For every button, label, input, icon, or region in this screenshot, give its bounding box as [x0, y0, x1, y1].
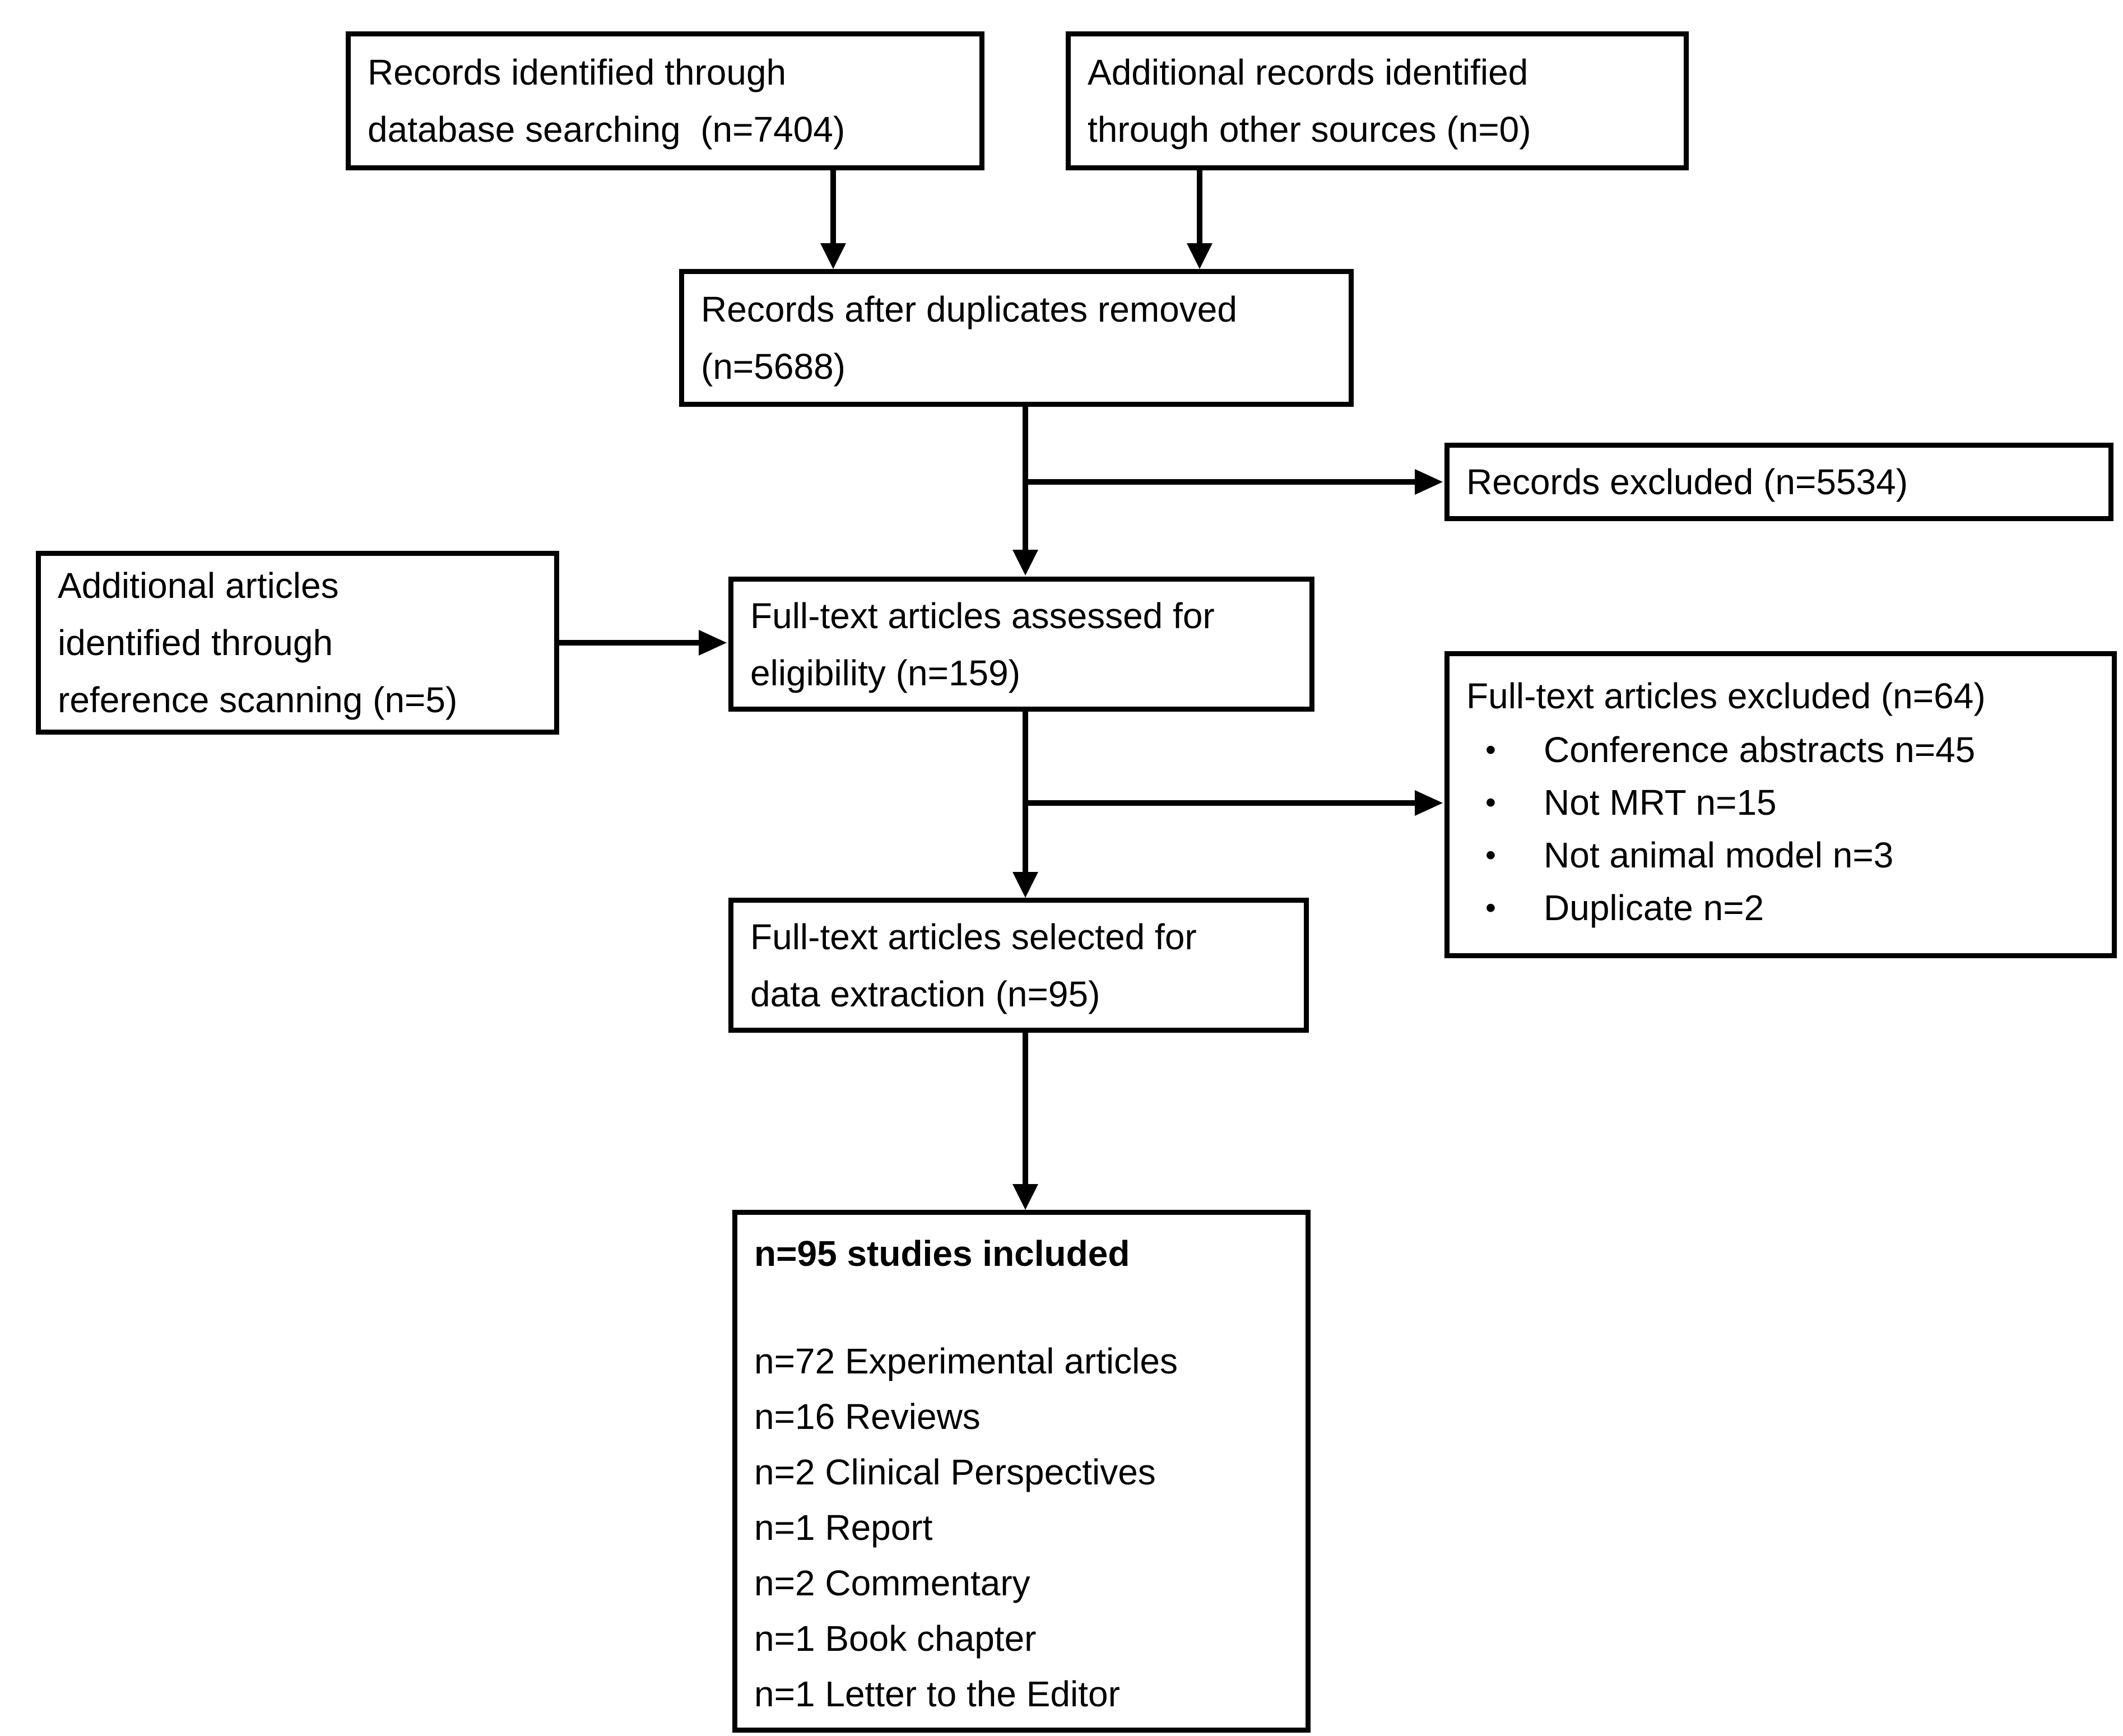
arrow-records-to-duplicates-head [820, 243, 846, 269]
fulltext-excluded-bullet-3-text: Not animal model n=3 [1544, 835, 1894, 875]
arrow-additional-to-duplicates-line [1197, 170, 1202, 244]
box-duplicates-removed: Records after duplicates removed (n=5688… [679, 269, 1354, 407]
arrow-duplicates-to-assessed-head [1012, 550, 1038, 575]
studies-included-item-7: n=1 Letter to the Editor [754, 1674, 1120, 1714]
fulltext-excluded-bullet-1-text: Conference abstracts n=45 [1544, 730, 1976, 770]
box-records-identified: Records identified through database sear… [346, 31, 984, 170]
bullet-icon: • [1485, 733, 1496, 767]
box-reference-scanning-line-3: reference scanning (n=5) [58, 680, 458, 720]
arrow-reference-to-assessed-head [699, 630, 727, 656]
studies-included-item-3: n=2 Clinical Perspectives [754, 1452, 1156, 1492]
box-duplicates-removed-line-2: (n=5688) [701, 346, 846, 387]
box-duplicates-removed-line-1: Records after duplicates removed [701, 289, 1237, 329]
studies-included-item-4: n=1 Report [754, 1507, 933, 1548]
box-fulltext-excluded: Full-text articles excluded (n=64) • Con… [1444, 651, 2117, 958]
box-fulltext-selected-line-2: data extraction (n=95) [750, 973, 1100, 1014]
arrow-assessed-to-selected-head [1012, 872, 1038, 898]
box-records-excluded-line-1: Records excluded (n=5534) [1466, 462, 1908, 502]
arrow-selected-to-included-line [1023, 1033, 1028, 1185]
studies-included-item-1: n=72 Experimental articles [754, 1341, 1178, 1381]
arrow-branch-records-excluded-line [1023, 479, 1415, 485]
fulltext-excluded-bullet-2: • Not MRT n=15 [1466, 776, 2098, 829]
box-additional-records: Additional records identified through ot… [1066, 31, 1689, 170]
box-fulltext-assessed-line-2: eligibility (n=159) [750, 652, 1021, 693]
box-records-identified-line-1: Records identified through [368, 52, 787, 92]
bullet-icon: • [1485, 891, 1496, 925]
fulltext-excluded-bullet-3: • Not animal model n=3 [1466, 829, 2098, 881]
box-studies-included: n=95 studies included n=72 Experimental … [732, 1210, 1311, 1733]
box-fulltext-assessed-line-1: Full-text articles assessed for [750, 595, 1215, 636]
box-records-excluded: Records excluded (n=5534) [1444, 443, 2113, 521]
studies-included-item-6: n=1 Book chapter [754, 1618, 1037, 1659]
arrow-reference-to-assessed-line [559, 640, 699, 646]
fulltext-excluded-bullet-4-text: Duplicate n=2 [1544, 888, 1764, 928]
arrow-duplicates-to-assessed-line [1023, 407, 1028, 550]
blank-line [754, 1282, 1292, 1334]
box-additional-records-line-1: Additional records identified [1088, 52, 1529, 92]
arrow-selected-to-included-head [1012, 1184, 1038, 1210]
box-fulltext-selected-line-1: Full-text articles selected for [750, 916, 1197, 957]
fulltext-excluded-bullet-2-text: Not MRT n=15 [1544, 782, 1777, 823]
fulltext-excluded-bullet-1: • Conference abstracts n=45 [1466, 723, 2098, 776]
arrow-assessed-to-selected-line [1023, 712, 1028, 872]
bullet-icon: • [1485, 838, 1496, 872]
box-fulltext-excluded-header: Full-text articles excluded (n=64) [1466, 676, 1986, 716]
studies-included-item-2: n=16 Reviews [754, 1396, 981, 1437]
arrow-additional-to-duplicates-head [1187, 243, 1213, 269]
bullet-icon: • [1485, 786, 1496, 819]
box-reference-scanning: Additional articles identified through r… [36, 551, 559, 735]
box-fulltext-assessed: Full-text articles assessed for eligibil… [728, 577, 1314, 712]
arrow-records-to-duplicates-line [830, 170, 836, 244]
arrow-branch-fulltext-excluded-head [1415, 790, 1443, 816]
box-fulltext-selected: Full-text articles selected for data ext… [728, 898, 1309, 1033]
box-reference-scanning-line-1: Additional articles [58, 565, 339, 606]
box-studies-included-title: n=95 studies included [754, 1233, 1130, 1274]
box-additional-records-line-2: through other sources (n=0) [1088, 109, 1531, 150]
box-reference-scanning-line-2: identified through [58, 623, 333, 663]
studies-included-list: n=72 Experimental articles n=16 Reviews … [754, 1334, 1292, 1722]
studies-included-item-5: n=2 Commentary [754, 1563, 1030, 1603]
fulltext-excluded-bullet-4: • Duplicate n=2 [1466, 881, 2098, 934]
arrow-branch-records-excluded-head [1415, 469, 1443, 495]
box-records-identified-line-2: database searching (n=7404) [368, 109, 846, 150]
arrow-branch-fulltext-excluded-line [1023, 800, 1415, 806]
